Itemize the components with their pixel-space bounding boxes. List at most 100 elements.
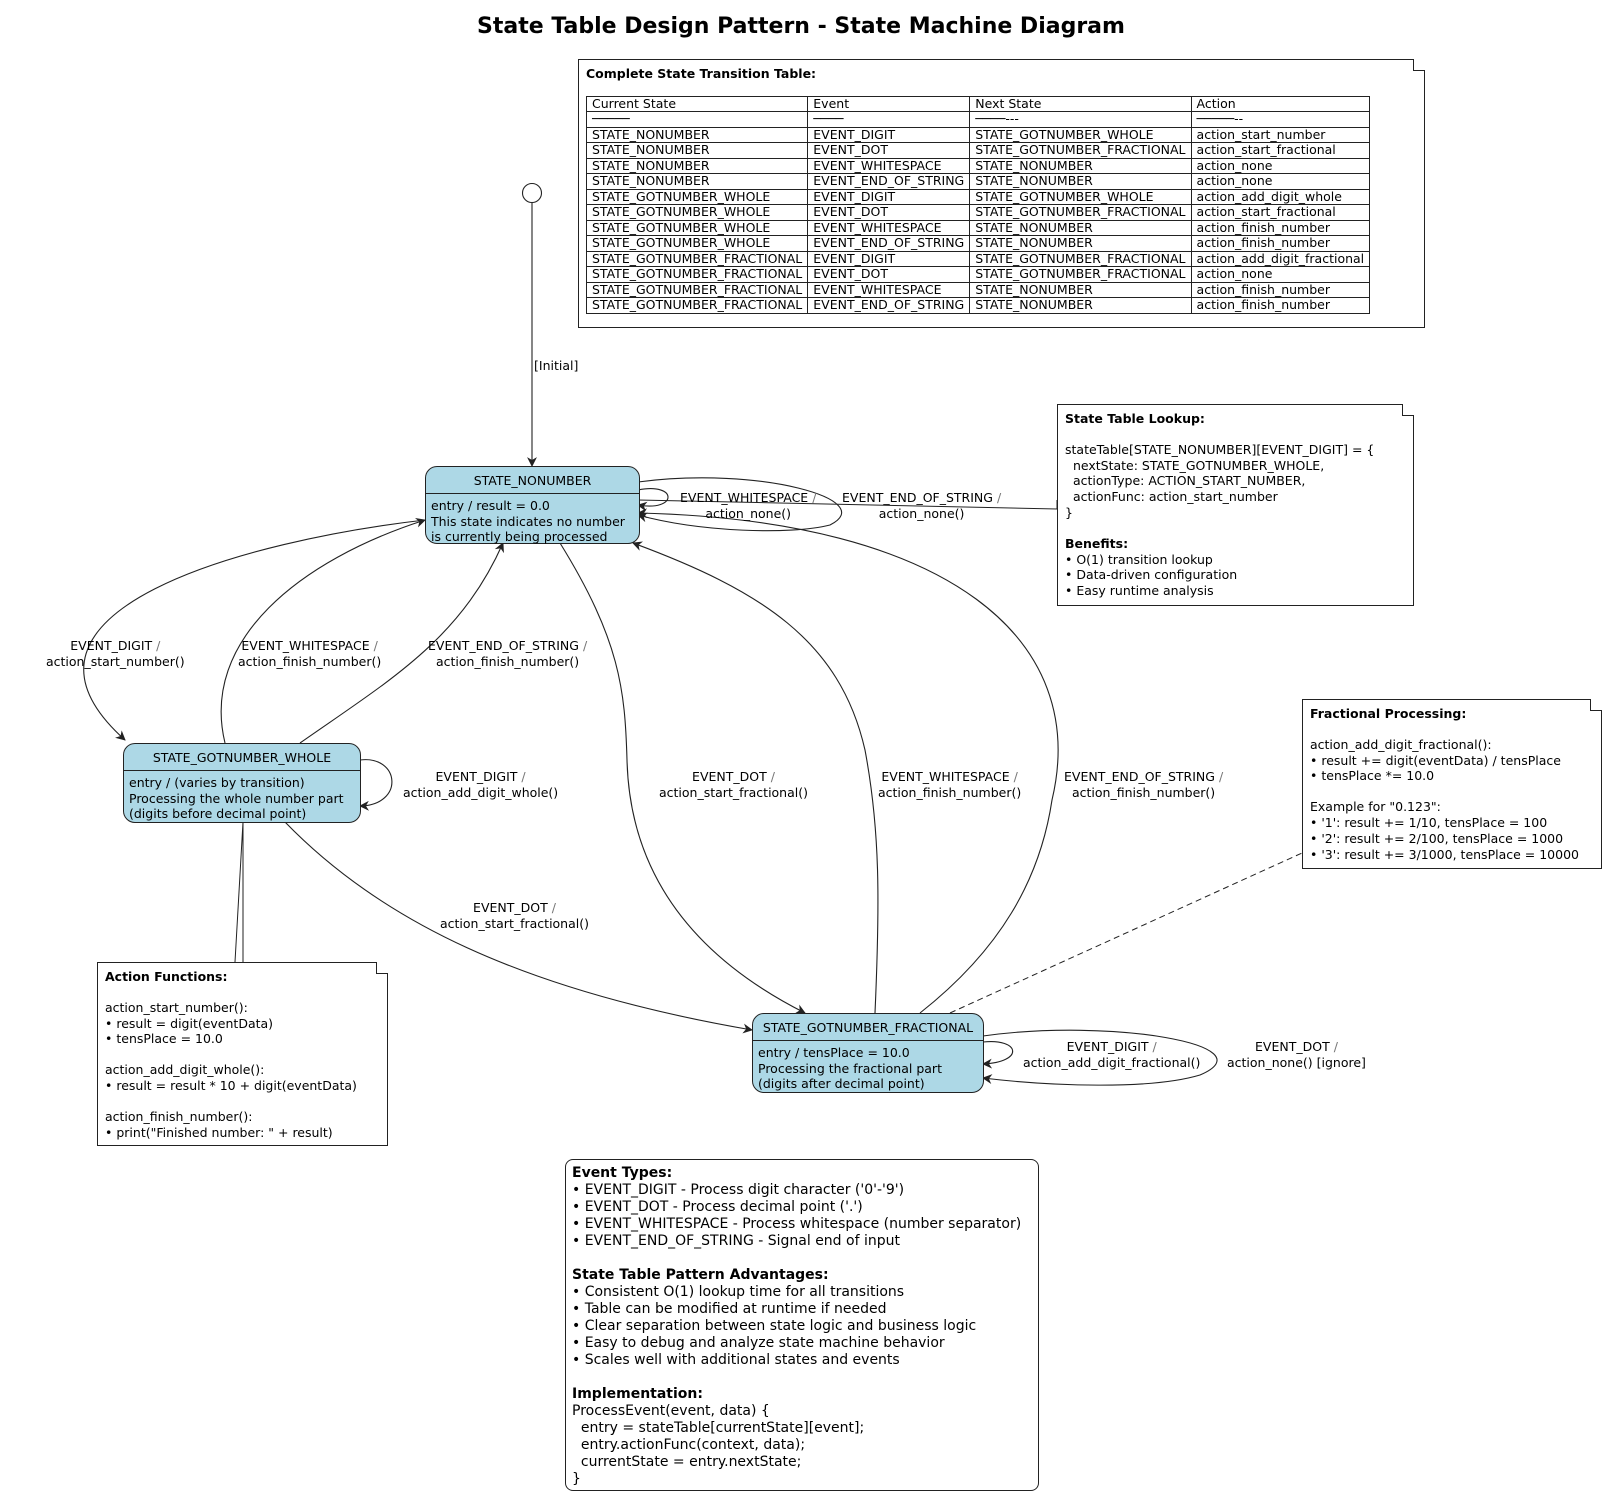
advantage-item: • Consistent O(1) lookup time for all tr…: [572, 1284, 905, 1300]
state-line: (digits before decimal point): [129, 806, 307, 821]
table-cell: action_add_digit_whole: [1190, 188, 1371, 206]
table-cell: STATE_GOTNUMBER_FRACTIONAL: [969, 266, 1192, 283]
edge-label-f-to-n-ws: EVENT_WHITESPACE / action_finish_number(…: [878, 769, 1022, 800]
transition-table-note: Complete State Transition Table: Current…: [578, 59, 1425, 328]
edge-n-to-w-digit: [83, 519, 426, 741]
initial-pseudostate: [521, 182, 543, 204]
edge-n-to-f-dot: [559, 542, 806, 1014]
lookup-code-line: actionFunc: action_start_number: [1065, 489, 1278, 505]
edge-f-self-dot: [982, 1029, 1218, 1086]
table-cell: EVENT_DIGIT: [807, 188, 971, 206]
table-cell: STATE_NONUMBER: [585, 157, 809, 175]
edge-label-n-to-w-digit: EVENT_DIGIT / action_start_number(): [46, 638, 185, 669]
fractional-line: • result += digit(eventData) / tensPlace: [1310, 752, 1561, 768]
edge-label-f-self-digit: EVENT_DIGIT / action_add_digit_fractiona…: [1023, 1039, 1201, 1070]
benefit-item: • O(1) transition lookup: [1065, 551, 1213, 567]
table-cell: EVENT_END_OF_STRING: [807, 235, 971, 252]
table-cell: STATE_GOTNUMBER_WHOLE: [585, 235, 809, 252]
table-cell: ────: [807, 111, 971, 128]
advantage-item: • Clear separation between state logic a…: [572, 1318, 977, 1334]
transition-table-heading: Complete State Transition Table:: [586, 66, 817, 81]
state-body: entry / tensPlace = 10.0 Processing the …: [753, 1041, 983, 1096]
edge-f-to-n-eos: [637, 508, 1059, 1014]
lookup-code-line: }: [1065, 504, 1073, 520]
table-cell: EVENT_DIGIT: [807, 250, 971, 268]
edge-label-n-self-eos: EVENT_END_OF_STRING / action_none(): [842, 490, 1002, 521]
table-cell: STATE_GOTNUMBER_FRACTIONAL: [969, 142, 1192, 159]
state-body: entry / result = 0.0 This state indicate…: [426, 494, 639, 549]
table-cell: action_finish_number: [1190, 297, 1371, 314]
edge-w-to-f-dot: [284, 821, 753, 1034]
fractional-processing-note: Fractional Processing: action_add_digit_…: [1302, 699, 1602, 869]
table-cell: EVENT_WHITESPACE: [807, 281, 971, 299]
table-cell: action_none: [1190, 266, 1371, 283]
lookup-code-line: stateTable[STATE_NONUMBER][EVENT_DIGIT] …: [1065, 441, 1375, 457]
action-line: • print("Finished number: " + result): [105, 1124, 333, 1140]
table-cell: action_finish_number: [1190, 235, 1371, 252]
table-cell: EVENT_WHITESPACE: [807, 219, 971, 237]
table-cell: action_start_fractional: [1190, 142, 1371, 159]
table-cell: STATE_GOTNUMBER_WHOLE: [969, 188, 1192, 206]
state-gotnumber-whole[interactable]: STATE_GOTNUMBER_WHOLE entry / (varies by…: [123, 743, 361, 823]
event-type-item: • EVENT_WHITESPACE - Process whitespace …: [572, 1216, 1022, 1232]
table-cell: action_add_digit_fractional: [1190, 250, 1371, 268]
table-cell: Action: [1190, 95, 1371, 113]
edge-n-self-eos: [637, 477, 843, 532]
state-table-lookup-note: State Table Lookup: stateTable[STATE_NON…: [1057, 404, 1414, 606]
note-fold: [1590, 699, 1602, 711]
table-cell: EVENT_WHITESPACE: [807, 157, 971, 175]
advantage-item: • Easy to debug and analyze state machin…: [572, 1335, 945, 1351]
table-cell: STATE_GOTNUMBER_FRACTIONAL: [969, 204, 1192, 221]
example-line: • '2': result += 2/100, tensPlace = 1000: [1310, 830, 1564, 846]
table-cell: action_none: [1190, 173, 1371, 190]
note-link-fractional: [949, 852, 1303, 1014]
edge-label-f-self-dot: EVENT_DOT / action_none() [ignore]: [1227, 1039, 1366, 1070]
action-line: • result = result * 10 + digit(eventData…: [105, 1077, 357, 1093]
table-cell: STATE_GOTNUMBER_WHOLE: [969, 126, 1192, 144]
state-gotnumber-fractional[interactable]: STATE_GOTNUMBER_FRACTIONAL entry / tensP…: [752, 1013, 984, 1093]
table-cell: STATE_GOTNUMBER_WHOLE: [585, 219, 809, 237]
benefits-heading: Benefits:: [1065, 535, 1129, 551]
event-type-item: • EVENT_DOT - Process decimal point ('.'…: [572, 1199, 863, 1215]
table-cell: ────---: [969, 111, 1192, 128]
state-line: is currently being processed: [431, 529, 608, 544]
edge-label-w-to-n-eos: EVENT_END_OF_STRING / action_finish_numb…: [428, 638, 588, 669]
actions-heading: Action Functions:: [105, 969, 228, 984]
action-functions-note: Action Functions: action_start_number():…: [97, 962, 388, 1146]
table-cell: STATE_GOTNUMBER_WHOLE: [585, 188, 809, 206]
table-cell: action_none: [1190, 157, 1371, 175]
event-type-item: • EVENT_END_OF_STRING - Signal end of in…: [572, 1233, 900, 1249]
table-cell: Event: [807, 95, 971, 113]
table-cell: STATE_NONUMBER: [969, 173, 1192, 190]
table-cell: STATE_NONUMBER: [969, 219, 1192, 237]
edge-label-w-to-f-dot: EVENT_DOT / action_start_fractional(): [440, 900, 589, 931]
state-line: Processing the whole number part: [129, 790, 344, 806]
table-cell: action_start_number: [1190, 126, 1371, 144]
advantages-heading: State Table Pattern Advantages:: [572, 1267, 829, 1283]
note-fold: [376, 962, 388, 974]
action-line: • tensPlace = 10.0: [105, 1031, 223, 1047]
note-link-actions: [234, 821, 244, 963]
event-type-item: • EVENT_DIGIT - Process digit character …: [572, 1182, 905, 1198]
edge-label-f-to-n-eos: EVENT_END_OF_STRING / action_finish_numb…: [1064, 769, 1224, 800]
state-nonumber[interactable]: STATE_NONUMBER entry / result = 0.0 This…: [425, 466, 640, 544]
note-fold: [1402, 404, 1414, 416]
edge-f-to-n-ws: [632, 541, 879, 1014]
table-cell: STATE_NONUMBER: [585, 126, 809, 144]
table-cell: STATE_GOTNUMBER_FRACTIONAL: [585, 281, 809, 299]
edge-n-self-ws: [637, 488, 669, 512]
benefit-item: • Easy runtime analysis: [1065, 583, 1214, 599]
initial-label: [Initial]: [534, 358, 579, 373]
note-fold: [1413, 59, 1425, 71]
state-line: Processing the fractional part: [758, 1060, 942, 1076]
edge-label-n-to-f-dot: EVENT_DOT / action_start_fractional(): [659, 769, 808, 800]
